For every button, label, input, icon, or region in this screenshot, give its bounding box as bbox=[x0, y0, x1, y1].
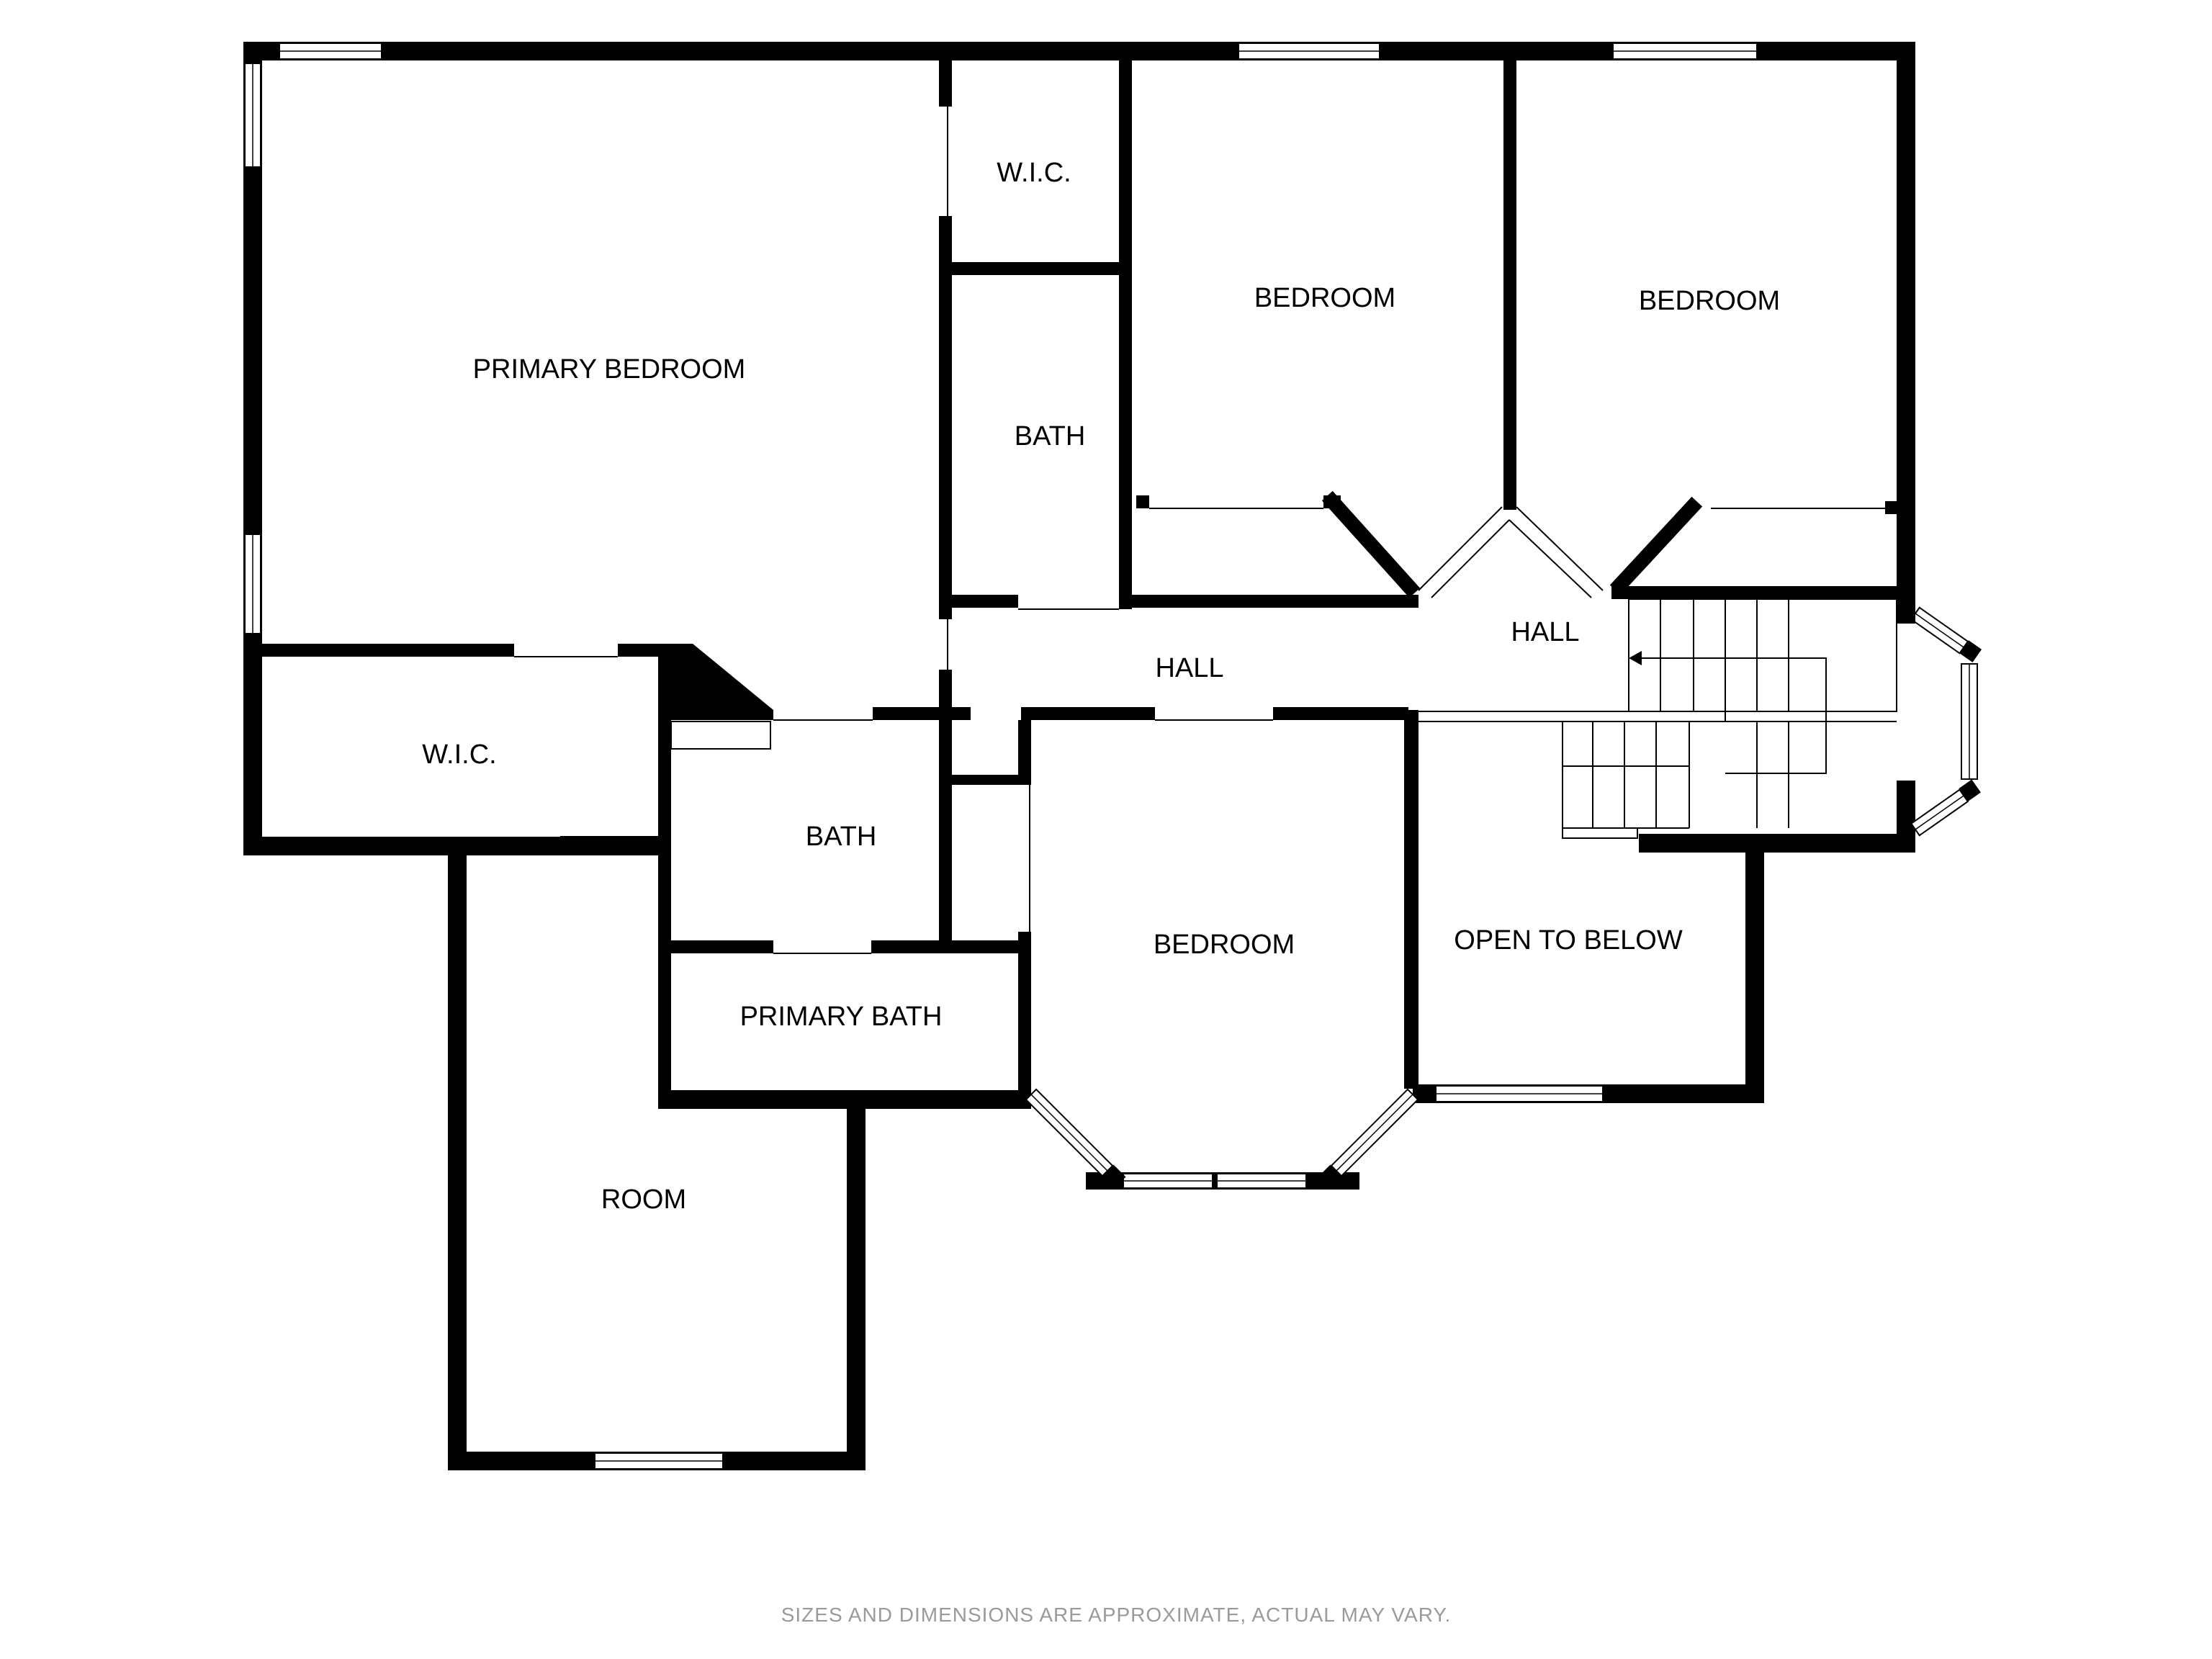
room-label-bedroom-1: BEDROOM bbox=[1254, 283, 1395, 313]
door-openings bbox=[514, 107, 1885, 954]
room-label-bath-middle: BATH bbox=[806, 822, 877, 852]
room-label-wic-top: W.I.C. bbox=[997, 158, 1071, 188]
room-label-hall-center: HALL bbox=[1155, 653, 1223, 683]
room-label-primary-bedroom: PRIMARY BEDROOM bbox=[473, 354, 746, 385]
room-label-hall-right: HALL bbox=[1511, 617, 1579, 647]
room-label-bath-upper: BATH bbox=[1015, 421, 1086, 451]
room-label-primary-bath: PRIMARY BATH bbox=[740, 1002, 943, 1032]
interior-walls bbox=[243, 42, 1915, 1109]
room-label-wic-left: W.I.C. bbox=[422, 739, 496, 770]
room-label-room: ROOM bbox=[601, 1184, 686, 1215]
room-label-bedroom-2: BEDROOM bbox=[1639, 286, 1780, 316]
disclaimer-text: SIZES AND DIMENSIONS ARE APPROXIMATE, AC… bbox=[781, 1604, 1452, 1626]
windows bbox=[244, 42, 1982, 1470]
room-labels: PRIMARY BEDROOM W.I.C. BATH BEDROOM BEDR… bbox=[422, 158, 1780, 1215]
room-label-open-to-below: OPEN TO BELOW bbox=[1454, 925, 1683, 956]
room-label-bedroom-3: BEDROOM bbox=[1154, 930, 1295, 960]
stairs bbox=[1419, 598, 1897, 839]
diagonal-walls bbox=[1321, 490, 1703, 598]
